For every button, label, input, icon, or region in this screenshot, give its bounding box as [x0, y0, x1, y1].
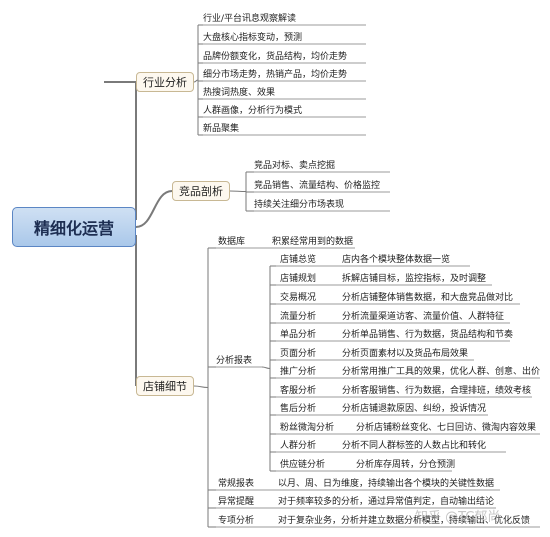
connector-4 [193, 79, 199, 83]
report-desc: 分析不同人群标签的人数占比和转化 [342, 441, 487, 451]
industry-item: 人群画像，分析行为模式 [203, 106, 303, 116]
store-database-label: 数据库 [218, 237, 246, 247]
competitor-item: 持续关注细分市场表现 [254, 200, 345, 210]
branch-industry-label: 行业分析 [143, 76, 187, 89]
report-label: 粉丝微淘分析 [280, 423, 335, 433]
report-label: 售后分析 [280, 404, 317, 414]
store-alert-label: 异常提醒 [218, 497, 255, 507]
industry-item: 热搜词热度、效果 [203, 88, 276, 98]
report-desc: 分析页面素材以及货品布局效果 [342, 349, 469, 359]
report-label: 供应链分析 [280, 460, 326, 470]
store-database-desc: 积累经常用到的数据 [272, 237, 354, 247]
connector-28 [193, 385, 209, 388]
industry-item: 新品聚集 [203, 124, 240, 134]
industry-item: 品牌份额变化，货品结构，均价走势 [203, 52, 348, 62]
report-label: 单品分析 [280, 330, 317, 340]
branch-competitor: 竞品剖析 [172, 181, 230, 201]
report-desc: 分析单品销售、行为数据，货品结构和节奏 [342, 330, 514, 340]
report-label: 推广分析 [280, 367, 317, 377]
industry-item: 大盘核心指标变动，预测 [203, 33, 303, 43]
report-label: 流量分析 [280, 312, 317, 322]
report-desc: 分析客服销售、行为数据，合理排班，绩效考核 [342, 386, 532, 396]
report-desc: 分析常用推广工具的效果，优化人群、创意、出价 [342, 367, 541, 377]
store-regular-desc: 以月、周、日为维度，持续输出各个模块的关键性数据 [278, 479, 495, 489]
report-label: 页面分析 [280, 349, 317, 359]
report-desc: 店内各个模块整体数据一览 [342, 255, 451, 265]
store-alert-desc: 对于频率较多的分析，通过异常值判定，自动输出结论 [278, 497, 495, 507]
report-desc: 分析流量渠道访客、流量价值、人群特征 [342, 312, 505, 322]
root-node: 精细化运营 [12, 207, 136, 247]
report-label: 店铺规划 [280, 274, 317, 284]
industry-item: 行业/平台讯息观察解读 [203, 14, 297, 24]
branch-industry: 行业分析 [136, 72, 194, 92]
branch-competitor-label: 竞品剖析 [179, 185, 223, 198]
watermark: 知乎 @TC郁尚 [415, 510, 501, 525]
report-desc: 分析店铺整体销售数据，和大盘竞品做对比 [342, 293, 514, 303]
report-desc: 分析库存周转，分仓预测 [356, 460, 456, 470]
branch-store-label: 店铺细节 [143, 380, 187, 393]
report-desc: 拆解店铺目标，监控指标，及时调整 [342, 274, 487, 284]
connector-41 [261, 366, 271, 369]
report-label: 交易概况 [280, 293, 317, 303]
store-regular-label: 常规报表 [218, 479, 255, 489]
report-desc: 分析店铺粉丝变化、七日回访、微淘内容效果 [356, 423, 537, 433]
competitor-item: 竞品销售、流量结构、价格监控 [254, 181, 381, 191]
store-reports-label: 分析报表 [216, 356, 253, 366]
competitor-item: 竞品对标、卖点挖掘 [254, 161, 336, 171]
report-label: 店铺总览 [280, 255, 317, 265]
connector-1 [135, 190, 173, 228]
report-label: 客服分析 [280, 386, 317, 396]
store-special-label: 专项分析 [218, 516, 255, 526]
store-special-desc: 对于复杂业务，分析并建立数据分析模型，持续输出、优化反馈 [278, 516, 531, 526]
connector-20 [229, 190, 247, 192]
root-label: 精细化运营 [33, 219, 114, 238]
branch-store: 店铺细节 [136, 376, 194, 396]
industry-item: 细分市场走势，热销产品，均价走势 [203, 70, 348, 80]
report-desc: 分析店铺退款原因、纠纷，投诉情况 [342, 404, 487, 414]
report-label: 人群分析 [280, 441, 317, 451]
